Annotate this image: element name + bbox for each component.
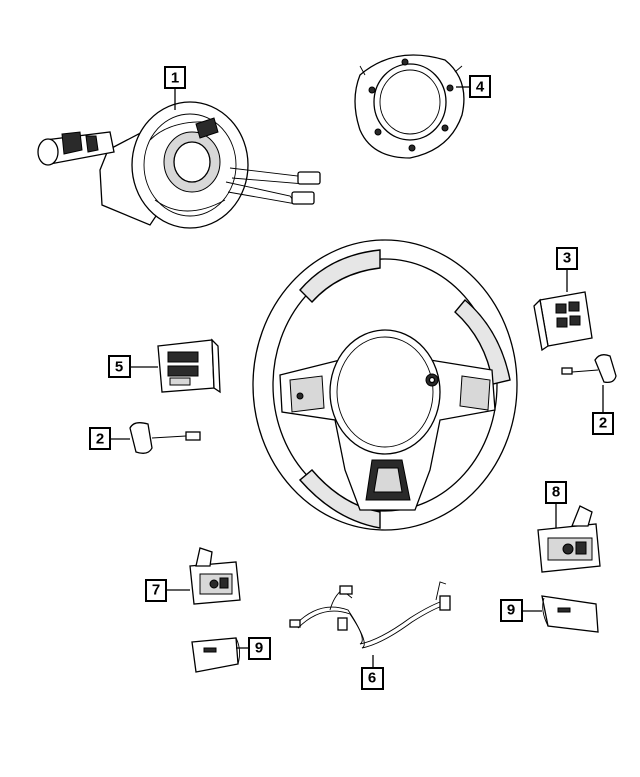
svg-text:9: 9 (507, 602, 515, 619)
callout-9-right: 9 (500, 599, 523, 622)
svg-text:7: 7 (152, 582, 160, 599)
callout-6: 6 (361, 667, 384, 690)
svg-text:9: 9 (255, 640, 263, 657)
callout-7: 7 (145, 579, 167, 602)
right-switch-cover-icon[interactable] (541, 595, 599, 633)
callout-5: 5 (108, 355, 131, 378)
left-switch-cover-icon[interactable] (191, 637, 241, 673)
wiring-harness-icon[interactable] (289, 581, 451, 649)
svg-text:2: 2 (599, 415, 607, 432)
svg-text:3: 3 (563, 250, 571, 267)
callout-2-right: 2 (592, 412, 614, 435)
left-switch-connector-icon[interactable] (129, 422, 201, 454)
callout-3: 3 (556, 247, 578, 270)
svg-text:4: 4 (476, 79, 485, 96)
svg-text:8: 8 (552, 484, 560, 501)
left-wheel-switch-icon[interactable] (157, 338, 221, 394)
clockspring-housing-icon[interactable] (354, 54, 465, 159)
callout-2-left: 2 (89, 427, 111, 450)
callout-8: 8 (545, 481, 567, 504)
right-wheel-switch-icon[interactable] (533, 291, 593, 352)
svg-text:2: 2 (96, 431, 104, 448)
callout-9-left: 9 (248, 637, 271, 660)
callout-1: 1 (164, 66, 186, 89)
svg-text:6: 6 (368, 670, 376, 687)
svg-text:1: 1 (171, 70, 179, 87)
left-paddle-shifter-icon[interactable] (189, 547, 241, 605)
steering-wheel-icon[interactable] (252, 239, 518, 531)
clockspring-switch-assembly-icon[interactable] (37, 101, 321, 229)
right-switch-connector-icon[interactable] (561, 354, 617, 384)
svg-text:5: 5 (115, 359, 123, 376)
callout-4: 4 (469, 75, 491, 98)
right-paddle-shifter-icon[interactable] (537, 505, 601, 573)
